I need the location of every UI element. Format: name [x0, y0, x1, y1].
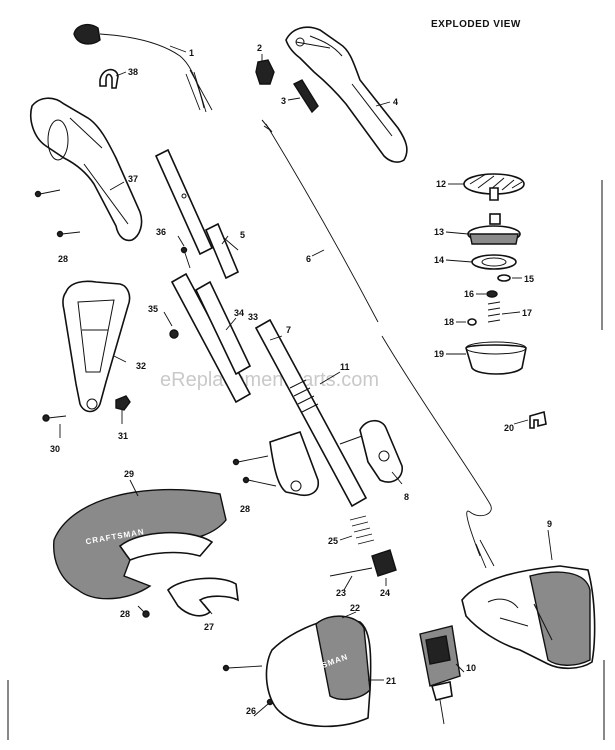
spring [349, 515, 375, 545]
cord-clip [99, 68, 119, 89]
label-12: 12 [436, 179, 446, 189]
shaft-clamp-left [269, 430, 320, 496]
label-31: 31 [118, 431, 128, 441]
part-labels: 1 2 3 4 5 6 7 8 9 10 11 12 13 14 15 16 1… [50, 43, 552, 716]
label-30: 30 [50, 444, 60, 454]
upper-shaft-tube [154, 148, 214, 256]
label-29: 29 [124, 469, 134, 479]
watermark: eReplacementParts.com [160, 369, 379, 391]
label-28-a: 28 [58, 254, 68, 264]
cooling-fan [463, 173, 525, 201]
label-17: 17 [522, 308, 532, 318]
label-18: 18 [444, 317, 454, 327]
screw [42, 414, 67, 422]
motor-cover [461, 565, 596, 670]
diagram-title: EXPLODED VIEW [431, 19, 521, 30]
screw [242, 476, 277, 487]
label-23: 23 [336, 588, 346, 598]
label-19: 19 [434, 349, 444, 359]
bump-cap [465, 344, 527, 375]
spool-spring [487, 301, 501, 323]
label-2: 2 [257, 43, 262, 53]
upper-handle-right [285, 26, 408, 163]
label-21: 21 [386, 676, 396, 686]
label-16: 16 [464, 289, 474, 299]
label-15: 15 [524, 274, 534, 284]
screw [232, 455, 269, 466]
small-washer [497, 274, 511, 282]
power-cord [73, 23, 213, 113]
clip [529, 410, 547, 429]
pin [467, 318, 477, 326]
label-32: 32 [136, 361, 146, 371]
washer [471, 254, 517, 270]
label-4: 4 [393, 97, 398, 107]
label-36: 36 [156, 227, 166, 237]
label-1: 1 [189, 48, 194, 58]
lower-shaft-tube [170, 272, 252, 404]
screw [329, 567, 373, 577]
drive-cable [381, 335, 492, 557]
label-37: 37 [128, 174, 138, 184]
label-33: 33 [248, 312, 258, 322]
label-7: 7 [286, 325, 291, 335]
label-9: 9 [547, 519, 552, 529]
label-6: 6 [306, 254, 311, 264]
motor [419, 625, 461, 725]
label-13: 13 [434, 227, 444, 237]
label-24: 24 [380, 588, 390, 598]
label-28-c: 28 [120, 609, 130, 619]
label-11: 11 [340, 362, 350, 372]
label-3: 3 [281, 96, 286, 106]
label-35: 35 [148, 304, 158, 314]
label-28-b: 28 [240, 504, 250, 514]
label-34: 34 [234, 308, 244, 318]
label-27: 27 [204, 622, 214, 632]
trigger-switch [292, 79, 319, 114]
screw [34, 189, 61, 198]
screw [56, 230, 81, 238]
drive-shaft [265, 123, 379, 323]
shaft-tube [254, 318, 368, 508]
label-20: 20 [504, 423, 514, 433]
coupling-sleeve [204, 222, 240, 280]
motor-housing: CRAFTSMAN [265, 615, 372, 728]
label-25: 25 [328, 536, 338, 546]
label-14: 14 [434, 255, 444, 265]
knob [255, 59, 275, 85]
label-38: 38 [128, 67, 138, 77]
collar [371, 549, 397, 577]
leader-lines [59, 45, 553, 717]
spool [467, 213, 521, 245]
label-26: 26 [246, 706, 256, 716]
lower-shaft-tube-inner [194, 280, 252, 376]
nut [486, 290, 498, 298]
label-22: 22 [350, 603, 360, 613]
label-10: 10 [466, 663, 476, 673]
guard-bracket [166, 577, 239, 617]
label-5: 5 [240, 230, 245, 240]
grass-guard: CRAFTSMAN [53, 488, 227, 600]
nut [169, 329, 179, 339]
label-8: 8 [404, 492, 409, 502]
wing-nut [115, 395, 131, 411]
screw [222, 664, 263, 672]
